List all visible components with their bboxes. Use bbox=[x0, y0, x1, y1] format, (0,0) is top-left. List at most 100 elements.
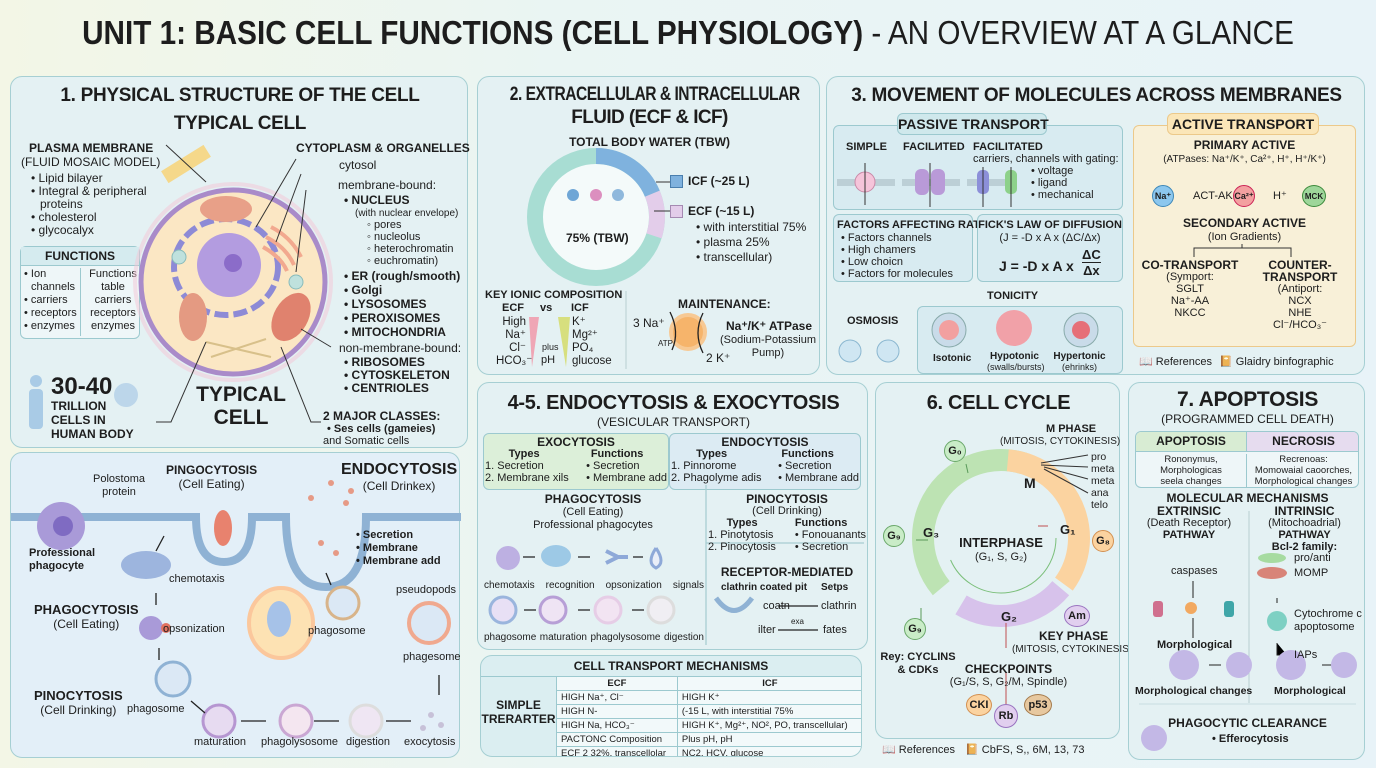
tonicity-title: TONICITY bbox=[987, 290, 1039, 302]
apoptosis-pathways-illustration bbox=[1139, 511, 1357, 751]
extrinsic-block: EXTRINSIC(Death Receptor)PATHWAY bbox=[1134, 505, 1244, 541]
checkpoints-sub: (G₁/S, S, G₂/M, Spindle) bbox=[949, 676, 1068, 688]
item: NCX bbox=[1288, 295, 1312, 307]
icf-legend-swatch bbox=[670, 175, 683, 188]
text-line: Recrenoas: bbox=[1279, 454, 1328, 465]
phagocytic-clearance-title: PHAGOCYTIC CLEARANCE bbox=[1168, 716, 1327, 730]
heading: EXTRINSIC bbox=[1156, 504, 1221, 518]
label-line: Hypertonic bbox=[1053, 351, 1106, 362]
type-item: 1. Pinotytosis bbox=[708, 529, 774, 541]
exocytosis-box bbox=[483, 433, 669, 490]
classes-line2: and Somatic cells bbox=[323, 435, 410, 447]
col-header: Functions bbox=[781, 448, 834, 460]
type-item: 1. Pinnorome bbox=[671, 460, 737, 472]
label-line: (swalls/bursts) bbox=[987, 362, 1045, 372]
text-line: seela changes bbox=[1160, 476, 1222, 487]
pm-list: • Lipid bilayer • Integral & peripheral … bbox=[31, 172, 147, 237]
function-item: channels bbox=[31, 281, 76, 293]
label-line: Polostoma bbox=[93, 473, 145, 485]
section-title: 6. CELL CYCLE bbox=[926, 392, 1071, 414]
ca-pump-icon: Ca²⁺ bbox=[1233, 185, 1255, 207]
stage: meta bbox=[1091, 475, 1115, 487]
references-label: References bbox=[1155, 356, 1213, 368]
item: (Antiport: bbox=[1277, 283, 1323, 295]
fick-small: (J = -D x A x (ΔC/Δx) bbox=[999, 232, 1101, 244]
section-title: 2. EXTRACELLULAR & INTRACELLULAR FLUID (… bbox=[478, 83, 821, 129]
gating-item: • mechanical bbox=[1031, 189, 1094, 201]
column-header: ECF bbox=[556, 676, 678, 691]
text-line: Morphological changes bbox=[1254, 476, 1353, 487]
references-link[interactable]: 📖 References bbox=[1139, 356, 1212, 369]
extrinsic-morph-changes: Morphological changes bbox=[1135, 685, 1253, 697]
table-cell: HIGH N- bbox=[556, 704, 678, 719]
subheading: (Mitochoadrial) bbox=[1268, 517, 1341, 529]
ion: Cl⁻ bbox=[509, 342, 526, 354]
tonicity-cells bbox=[838, 310, 1099, 363]
chemotaxis-label: chemotaxis bbox=[169, 573, 225, 585]
section-subtitle: (PROGRAMMED CELL DEATH) bbox=[1161, 412, 1334, 426]
act-ak-label: ACT-AK bbox=[1193, 190, 1233, 202]
table-row: HIGH N-(-15 L, with interstitial 75% bbox=[556, 704, 861, 719]
pingocytosis-label: PINGOCYTOSIS(Cell Eating) bbox=[166, 463, 257, 491]
exa-label: exa bbox=[791, 617, 804, 626]
item: NKCC bbox=[1174, 307, 1206, 319]
primary-title: PRIMARY ACTIVE bbox=[1193, 138, 1296, 152]
facilitated-label-2: FACILITATED bbox=[973, 141, 1043, 153]
icf-segment bbox=[527, 148, 665, 286]
ionic-plus: plus bbox=[542, 342, 559, 352]
maintenance-title: MAINTENANCE: bbox=[678, 297, 771, 311]
function-item: • Membrane add bbox=[778, 472, 859, 484]
membrane-bound-label: membrane-bound: bbox=[338, 178, 437, 192]
panel-membrane-transport: 3. MOVEMENT OF MOLECULES ACROSS MEMBRANE… bbox=[826, 76, 1365, 375]
step: opsonization bbox=[605, 580, 662, 591]
col-header: Types bbox=[696, 448, 728, 460]
endocytosis-bullets: • Secretion• Membrane• Membrane add bbox=[356, 529, 441, 568]
infographic-link[interactable]: 📔 Glaidry binfographic bbox=[1219, 356, 1334, 369]
text-line: Momowaial caoorches, bbox=[1254, 465, 1353, 476]
section-subtitle: (VESICULAR TRANSPORT) bbox=[597, 415, 750, 429]
label-line: SIMPLE bbox=[496, 698, 541, 712]
step: signals bbox=[672, 580, 704, 591]
ecf-items: • with interstitial 75%• plasma 25%• tra… bbox=[696, 220, 806, 265]
step: phagolysosome bbox=[590, 632, 661, 643]
header-row: Types Functions bbox=[669, 448, 861, 460]
label-line: TYPICAL bbox=[196, 383, 286, 406]
function-item: • Fonouanants bbox=[794, 529, 866, 541]
person-icon bbox=[612, 189, 624, 201]
subheading: (Cell Eating) bbox=[562, 506, 624, 518]
text-line: Rononymus, bbox=[1164, 454, 1218, 465]
fates-label: fates bbox=[823, 624, 847, 636]
ion: PO₄ bbox=[572, 342, 594, 354]
subheading: (Cell Drinking) bbox=[752, 505, 822, 517]
function-item: receptors bbox=[90, 307, 136, 319]
tbw-title: TOTAL BODY WATER (TBW) bbox=[569, 135, 730, 149]
pump-name: Na⁺/K⁺ ATPase bbox=[726, 319, 813, 333]
section-title: 1. PHYSICAL STRUCTURE OF THE CELL bbox=[60, 85, 420, 106]
g2-label: G₂ bbox=[1001, 609, 1017, 624]
citation-label: CbFS, S,, 6M, 13, 73 bbox=[981, 744, 1085, 756]
passive-channels-icon bbox=[837, 163, 1017, 207]
ecf-item: • transcellular) bbox=[696, 250, 773, 264]
receptor-mediated-title: RECEPTOR-MEDIATED bbox=[720, 565, 854, 579]
gating-item: • ligand bbox=[1031, 177, 1068, 189]
caspases-label: caspases bbox=[1171, 565, 1218, 577]
heading: PHAGOCYTOSIS bbox=[34, 602, 139, 617]
ecf-item: • plasma 25% bbox=[696, 235, 770, 249]
notebook-icon: 📔 bbox=[965, 744, 982, 756]
momp-label: MOMP bbox=[1294, 567, 1329, 579]
ecf-legend: ECF (~15 L) bbox=[688, 204, 755, 218]
key-phase-sub: (MITOSIS, CYTOKINESIS) bbox=[1012, 644, 1133, 655]
title-bold: UNIT 1: BASIC CELL FUNCTIONS (CELL PHYSI… bbox=[82, 14, 864, 51]
cycle-references-link[interactable]: 📖 References bbox=[882, 744, 955, 757]
